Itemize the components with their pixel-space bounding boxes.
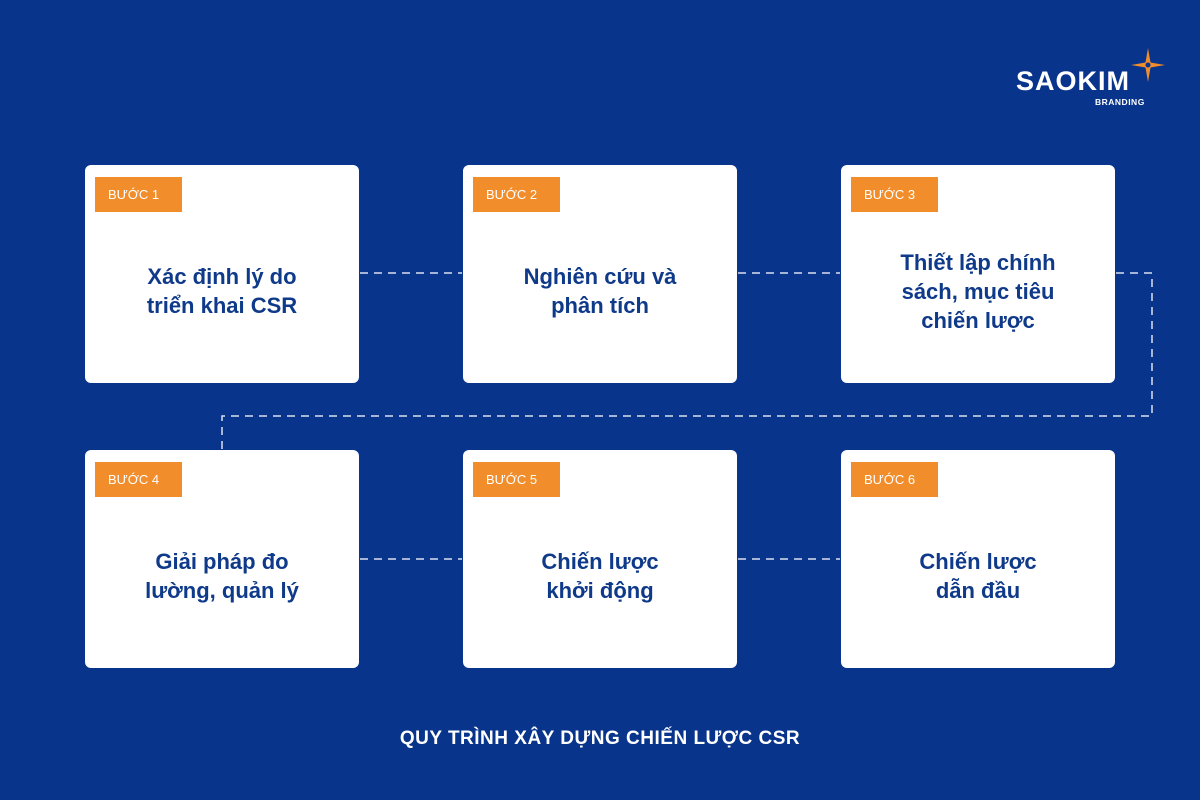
step-card-1: BƯỚC 1 Xác định lý do triển khai CSR — [85, 165, 359, 383]
brand-logo: SAOKIM BRANDING — [1012, 48, 1172, 112]
diagram-caption: QUY TRÌNH XÂY DỰNG CHIẾN LƯỢC CSR — [399, 728, 801, 749]
step-badge: BƯỚC 4 — [95, 462, 182, 497]
step-card-6: BƯỚC 6 Chiến lược dẫn đầu — [841, 450, 1115, 668]
step-badge: BƯỚC 6 — [851, 462, 938, 497]
step-title: Thiết lập chính sách, mục tiêu chiến lượ… — [900, 249, 1056, 333]
step-badge: BƯỚC 5 — [473, 462, 560, 497]
step-card-4: BƯỚC 4 Giải pháp đo lường, quản lý — [85, 450, 359, 668]
step-badge: BƯỚC 2 — [473, 177, 560, 212]
connector-3-4 — [221, 272, 1153, 449]
step-card-2: BƯỚC 2 Nghiên cứu và phân tích — [463, 165, 737, 383]
brand-tagline: BRANDING — [1095, 97, 1145, 107]
step-title: Chiến lược dẫn đầu — [919, 549, 1037, 603]
step-title: Nghiên cứu và phân tích — [523, 264, 677, 318]
star-icon — [1131, 48, 1165, 82]
step-card-5: BƯỚC 5 Chiến lược khởi động — [463, 450, 737, 668]
step-card-3: BƯỚC 3 Thiết lập chính sách, mục tiêu ch… — [841, 165, 1115, 383]
step-title: Giải pháp đo lường, quản lý — [145, 549, 299, 603]
step-badge: BƯỚC 3 — [851, 177, 938, 212]
step-badge: BƯỚC 1 — [95, 177, 182, 212]
step-title: Chiến lược khởi động — [541, 549, 659, 603]
brand-name: SAOKIM — [1016, 66, 1130, 96]
step-title: Xác định lý do triển khai CSR — [146, 264, 298, 318]
